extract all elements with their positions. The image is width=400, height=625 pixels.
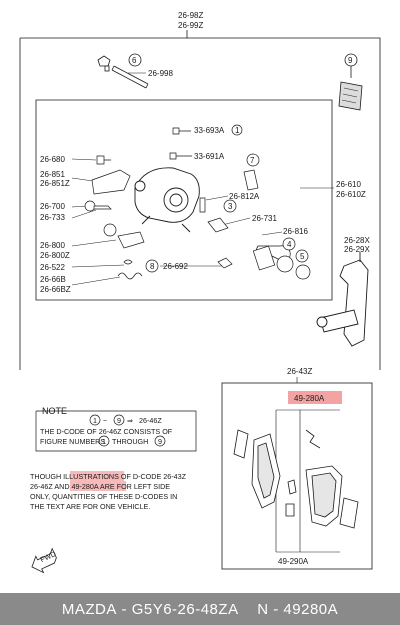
- label-26-28x: 26-28X: [344, 236, 370, 245]
- shim-icon: [338, 81, 363, 111]
- footer-sep2: N -: [238, 600, 284, 618]
- shim-right: [339, 497, 359, 529]
- lever-26-800: [117, 231, 145, 249]
- label-26-800: 26-800: [40, 241, 65, 250]
- dust-seal: [295, 264, 311, 280]
- footnote-line3: ONLY, QUANTITIES OF THESE D-CODES IN: [30, 492, 177, 501]
- label-26-998: 26-998: [148, 69, 173, 78]
- note-line1: THE D-CODE OF 26-46Z CONSISTS OF: [40, 427, 173, 436]
- bolt-33-691a: [169, 152, 192, 160]
- parts-diagram: 26-98Z 26-99Z 6 26-998 9 33-693A 1 33-69…: [19, 11, 381, 574]
- note-line2a: FIGURE NUMBERS: [40, 437, 105, 446]
- pad-kit-box: [221, 382, 373, 570]
- shim-left: [233, 429, 249, 459]
- wear-indicator: [305, 429, 321, 449]
- note-to-number-2: 9: [158, 437, 162, 446]
- circle-5-number: 5: [300, 252, 305, 261]
- bolt-26-680: [96, 155, 111, 165]
- circle-7: [246, 153, 260, 167]
- note-through-dots: ~: [103, 416, 107, 425]
- label-26-816: 26-816: [283, 227, 308, 236]
- circle-2: [103, 223, 117, 237]
- bolt-26-733: [93, 205, 112, 210]
- label-26-700: 26-700: [40, 202, 65, 211]
- bolt-33-693a: [172, 127, 191, 135]
- spring-26-66b: [117, 272, 143, 280]
- circle-6: [128, 53, 142, 67]
- circle-5: [295, 249, 309, 263]
- label-49-280a: 49-280A: [294, 394, 325, 403]
- note-from-number: 1: [93, 416, 97, 425]
- note-arrow-target: 26-46Z: [139, 416, 162, 425]
- circle-3: [223, 199, 237, 213]
- bracket-26-851: [91, 169, 131, 195]
- footer-number: 49280A: [283, 600, 339, 618]
- note-box: [35, 410, 197, 452]
- circle-7-number: 7: [250, 156, 255, 165]
- circle-3-number: 3: [228, 202, 233, 211]
- circle-1: [231, 124, 243, 136]
- washer-26-700: [84, 200, 96, 212]
- caliper-assembly-frame: [35, 99, 333, 301]
- pad-clip: [285, 479, 297, 517]
- label-26-610: 26-610: [336, 180, 361, 189]
- boot-26-731: [207, 217, 229, 233]
- footnote-line1: THOUGH ILLUSTRATIONS OF D-CODE 26-43Z: [30, 472, 187, 481]
- label-26-851z: 26-851Z: [40, 179, 70, 188]
- label-26-851: 26-851: [40, 170, 65, 179]
- label-26-43z: 26-43Z: [287, 367, 312, 376]
- circle-8: [145, 259, 159, 273]
- footnote-line2: 26-46Z AND 49-280A ARE FOR LEFT SIDE: [30, 482, 170, 491]
- circle-4: [282, 237, 296, 251]
- label-26-680: 26-680: [40, 155, 65, 164]
- label-49-290a: 49-290A: [278, 557, 309, 566]
- highlight-illustrations: [70, 471, 124, 481]
- circle-8-number: 8: [150, 262, 155, 271]
- mounting-bracket: [339, 259, 369, 347]
- circle-6-number: 6: [132, 56, 137, 65]
- code-26-98z: 26-98Z: [178, 11, 203, 20]
- guide-pin: [243, 169, 259, 191]
- clip-26-522: [123, 259, 133, 265]
- label-26-731: 26-731: [252, 214, 277, 223]
- label-33-691a: 33-691A: [194, 152, 225, 161]
- label-26-692: 26-692: [163, 262, 188, 271]
- footer-sep1: -: [116, 600, 132, 618]
- label-26-610z: 26-610Z: [336, 190, 366, 199]
- label-26-66bz: 26-66BZ: [40, 285, 71, 294]
- pin-26-812a: [199, 197, 206, 213]
- code-26-99z: 26-99Z: [178, 21, 203, 30]
- seal-ring: [276, 255, 294, 273]
- highlight-49-280a: [288, 391, 342, 404]
- label-26-522: 26-522: [40, 263, 65, 272]
- nut-26-692: [217, 257, 233, 269]
- circle-9-number: 9: [348, 56, 353, 65]
- highlight-footnote-49-280a: [70, 481, 126, 491]
- note-line2b: THROUGH: [112, 437, 148, 446]
- note-from-number-2: 1: [102, 437, 106, 446]
- note-title: NOTE: [42, 406, 67, 416]
- label-26-812a: 26-812A: [229, 192, 260, 201]
- piston: [252, 245, 276, 271]
- label-26-733: 26-733: [40, 213, 65, 222]
- footnote-line4: THE TEXT ARE FOR ONE VEHICLE.: [30, 502, 150, 511]
- part-number-bar: MAZDA - G5Y6-26-48ZA N - 49280A: [0, 593, 400, 625]
- bleeder-cap-part: [97, 55, 111, 67]
- note-to-number: 9: [117, 416, 121, 425]
- circle-4-number: 4: [287, 240, 292, 249]
- label-26-66b: 26-66B: [40, 275, 66, 284]
- circle-1-number: 1: [235, 126, 240, 135]
- fwd-arrow-icon: [31, 547, 57, 574]
- footer-code: G5Y6-26-48ZA: [131, 600, 239, 618]
- label-26-800z: 26-800Z: [40, 251, 70, 260]
- label-26-29x: 26-29X: [344, 245, 370, 254]
- label-33-693a: 33-693A: [194, 126, 225, 135]
- footer-brand: MAZDA: [61, 600, 117, 618]
- note-arrow-icon: ⇒: [127, 416, 133, 425]
